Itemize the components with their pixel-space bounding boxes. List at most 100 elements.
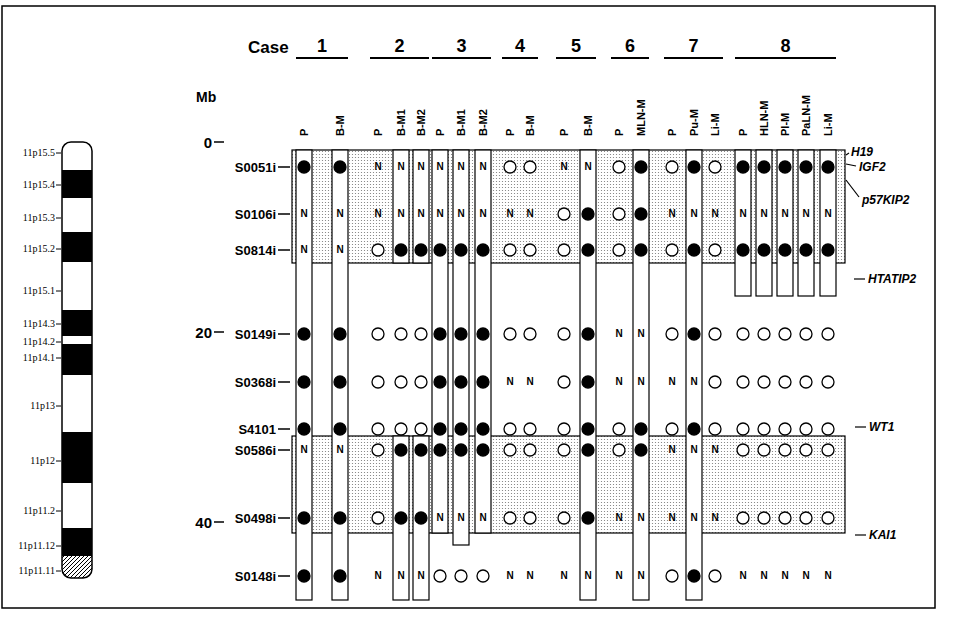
genotype-circle xyxy=(800,328,812,340)
genotype-circle xyxy=(635,208,647,220)
chromosome-band xyxy=(62,262,92,310)
gene-label: HTATIP2 xyxy=(868,273,916,285)
marker-tick xyxy=(278,249,290,251)
genotype-circle xyxy=(613,444,625,456)
case-underline xyxy=(370,57,429,59)
not-informative: N xyxy=(637,571,644,581)
band-tick xyxy=(56,342,61,343)
gene-label: WT1 xyxy=(869,421,894,433)
column-box xyxy=(686,150,702,600)
not-informative: N xyxy=(802,571,809,581)
not-informative: N xyxy=(436,513,443,523)
genotype-circle xyxy=(822,376,834,388)
band-label: 11p15.5 xyxy=(23,148,55,158)
genotype-circle xyxy=(737,423,749,435)
marker-tick xyxy=(278,213,290,215)
chromosome-band xyxy=(62,432,92,483)
not-informative: N xyxy=(526,377,533,387)
chromosome-band xyxy=(62,310,92,336)
gene-label: p57KIP2 xyxy=(862,194,909,206)
genotype-circle xyxy=(477,444,489,456)
genotype-circle xyxy=(613,244,625,256)
genotype-circle xyxy=(334,512,346,524)
not-informative: N xyxy=(300,245,307,255)
band-tick xyxy=(56,546,61,547)
genotype-circle xyxy=(737,328,749,340)
genotype-circle xyxy=(334,423,346,435)
gene-leader xyxy=(854,278,865,279)
genotype-circle xyxy=(635,423,647,435)
chromosome-band xyxy=(62,556,92,578)
genotype-circle xyxy=(415,512,427,524)
not-informative: N xyxy=(781,571,788,581)
genotype-circle xyxy=(334,161,346,173)
not-informative: N xyxy=(668,445,675,455)
column-box xyxy=(332,150,348,600)
band-label: 11p11.11 xyxy=(19,566,55,576)
genotype-circle xyxy=(822,161,834,173)
not-informative: N xyxy=(560,571,567,581)
marker-name: S0149i xyxy=(235,328,276,341)
sample-label: P xyxy=(504,129,516,136)
column-box xyxy=(296,150,312,600)
genotype-circle xyxy=(582,208,594,220)
genotype-circle xyxy=(688,161,700,173)
column-box xyxy=(820,150,836,296)
not-informative: N xyxy=(584,162,591,172)
genotype-circle xyxy=(434,376,446,388)
genotype-circle xyxy=(666,570,678,582)
genotype-circle xyxy=(758,161,770,173)
not-informative: N xyxy=(637,513,644,523)
not-informative: N xyxy=(615,377,622,387)
not-informative: N xyxy=(374,162,381,172)
chromosome-ideogram xyxy=(62,142,92,578)
genotype-circle xyxy=(395,512,407,524)
genotype-circle xyxy=(779,376,791,388)
genotype-circle xyxy=(298,161,310,173)
genotype-circle xyxy=(504,328,516,340)
not-informative: N xyxy=(690,209,697,219)
genotype-circle xyxy=(709,423,721,435)
gene-leader xyxy=(855,426,866,427)
band-label: 11p15.4 xyxy=(23,180,55,190)
not-informative: N xyxy=(506,209,513,219)
genotype-circle xyxy=(415,244,427,256)
column-box xyxy=(756,150,772,296)
genotype-circle xyxy=(455,328,467,340)
band-label: 11p14.2 xyxy=(23,337,55,347)
not-informative: N xyxy=(479,513,486,523)
sample-label: B-M2 xyxy=(415,109,427,136)
marker-name: S0148i xyxy=(235,570,276,583)
genotype-circle xyxy=(758,444,770,456)
genotype-circle xyxy=(688,570,700,582)
axis-tick xyxy=(214,331,224,333)
genotype-circle xyxy=(800,423,812,435)
genotype-circle xyxy=(688,328,700,340)
not-informative: N xyxy=(760,571,767,581)
genotype-circle xyxy=(298,512,310,524)
not-informative: N xyxy=(436,209,443,219)
column-box xyxy=(735,150,751,296)
sample-label: P xyxy=(558,129,570,136)
not-informative: N xyxy=(781,209,788,219)
not-informative: N xyxy=(479,209,486,219)
genotype-circle xyxy=(558,444,570,456)
band-tick xyxy=(56,406,61,407)
genotype-circle xyxy=(779,161,791,173)
marker-name: S0106i xyxy=(235,208,276,221)
gene-leader xyxy=(846,153,849,155)
not-informative: N xyxy=(824,209,831,219)
not-informative: N xyxy=(668,209,675,219)
marker-name: S0814i xyxy=(235,244,276,257)
axis-value: 0 xyxy=(204,135,212,150)
column-box xyxy=(432,150,448,533)
not-informative: N xyxy=(560,162,567,172)
sample-label: Pu-M xyxy=(688,109,700,136)
not-informative: N xyxy=(711,209,718,219)
band-label: 11p14.1 xyxy=(23,353,55,363)
band-label: 11p11.2 xyxy=(23,506,55,516)
marker-tick xyxy=(278,166,290,168)
chromosome-outline xyxy=(62,142,92,578)
band-label: 11p13 xyxy=(30,401,55,411)
